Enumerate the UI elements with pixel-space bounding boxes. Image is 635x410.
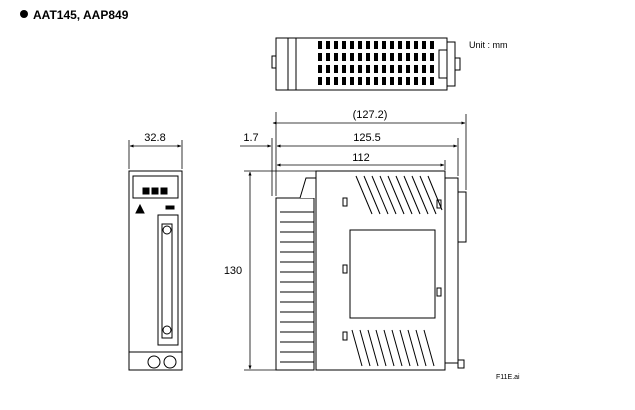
file-label: F11E.ai [496,374,520,381]
dimension-depth: 125.5 [353,132,381,144]
dimension-overall-depth: (127.2) [353,109,388,121]
unit-label: Unit : mm [469,40,508,50]
front-view [128,170,183,371]
bullet-icon [20,10,28,18]
warning-icon [135,203,145,214]
side-view-fins [280,211,314,363]
dimension-offset: 1.7 [243,132,258,144]
dimension-front-width: 32.8 [144,132,165,144]
side-view-lower-slots [351,329,435,367]
side-view-upper-slots [355,175,443,215]
diagram-title-text: AAT145, AAP849 [33,8,129,22]
diagram-title: AAT145, AAP849 [20,8,128,22]
top-view [271,37,461,91]
dimension-inner-depth: 112 [352,152,370,164]
dimension-height: 130 [224,265,242,277]
top-view-vents [318,41,434,85]
side-view [275,170,467,371]
